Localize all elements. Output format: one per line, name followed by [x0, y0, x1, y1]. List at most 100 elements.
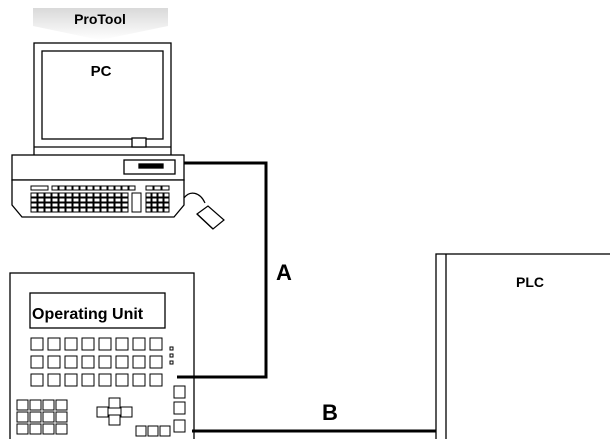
keyboard-key [157, 207, 164, 213]
cursor-key [96, 406, 109, 418]
keyboard-key [37, 192, 45, 198]
keyboard-key [145, 192, 152, 198]
keyboard-key [145, 197, 152, 203]
numeric-key [42, 399, 55, 411]
keyboard-key [100, 192, 108, 198]
function-key [159, 425, 171, 437]
keyboard-key [121, 197, 129, 203]
keyboard-key [37, 202, 45, 208]
operating-unit-key [115, 337, 129, 351]
keyboard-key [100, 207, 108, 213]
connection-a-label: A [276, 260, 292, 285]
operating-unit-key [132, 355, 146, 369]
keyboard-key [79, 192, 87, 198]
keyboard-key [86, 185, 94, 191]
numeric-key [16, 411, 29, 423]
operating-unit-key [132, 373, 146, 387]
operating-unit-key [149, 337, 163, 351]
function-key [135, 425, 147, 437]
numeric-key [55, 411, 68, 423]
keyboard-key [151, 197, 158, 203]
keyboard-key [151, 202, 158, 208]
operating-unit-key [98, 373, 112, 387]
keyboard-key [79, 185, 87, 191]
cursor-key [108, 414, 121, 426]
keyboard-key [65, 207, 73, 213]
operating-unit-key [47, 373, 61, 387]
keyboard [11, 179, 185, 218]
keyboard-key [30, 197, 38, 203]
keyboard-key [163, 202, 170, 208]
numeric-key [29, 423, 42, 435]
keyboard-key [72, 202, 80, 208]
operating-unit-led [169, 353, 174, 358]
keyboard-key [93, 185, 101, 191]
operating-unit-led [169, 346, 174, 351]
keyboard-key [37, 197, 45, 203]
keyboard-key [51, 197, 59, 203]
protool-label: ProTool [74, 11, 126, 27]
keyboard-key [121, 192, 129, 198]
keyboard-key [65, 185, 73, 191]
keyboard-key [145, 202, 152, 208]
keyboard-key [145, 185, 154, 191]
keyboard-key [107, 192, 115, 198]
keyboard-key [157, 192, 164, 198]
keyboard-key [44, 197, 52, 203]
operating-unit [9, 272, 195, 444]
operating-unit-key [81, 337, 95, 351]
protool-banner: ProTool [33, 8, 168, 40]
numeric-key [29, 399, 42, 411]
keyboard-key [114, 202, 122, 208]
keyboard-key [114, 185, 122, 191]
plc [435, 253, 610, 444]
keyboard-key [100, 202, 108, 208]
operating-unit-key [115, 373, 129, 387]
operating-unit-key [98, 355, 112, 369]
pc-monitor [33, 42, 172, 166]
keyboard-key [100, 197, 108, 203]
keyboard-key [44, 192, 52, 198]
keyboard-key [30, 192, 38, 198]
keyboard-key [51, 185, 59, 191]
keyboard-key [72, 192, 80, 198]
side-key [173, 385, 186, 399]
cursor-key [120, 406, 133, 418]
keyboard-key [86, 197, 94, 203]
keyboard-key [65, 202, 73, 208]
numeric-key [16, 399, 29, 411]
keyboard-key [30, 185, 49, 191]
connection-b-label: B [322, 400, 338, 425]
keyboard-key [100, 185, 108, 191]
keyboard-key [72, 185, 80, 191]
cursor-key [108, 397, 121, 409]
keyboard-key [72, 207, 80, 213]
operating-unit-key [64, 355, 78, 369]
numeric-key [29, 411, 42, 423]
keyboard-key [93, 202, 101, 208]
keyboard-key [58, 185, 66, 191]
keyboard-key [107, 202, 115, 208]
operating-unit-key [64, 337, 78, 351]
function-key [147, 425, 159, 437]
keyboard-key [114, 192, 122, 198]
numeric-key [42, 423, 55, 435]
keyboard-key [79, 197, 87, 203]
keyboard-key [93, 197, 101, 203]
keyboard-key [58, 197, 66, 203]
numeric-key [55, 423, 68, 435]
mouse [183, 192, 225, 230]
pc-label: PC [91, 63, 112, 80]
keyboard-key [107, 185, 115, 191]
keyboard-key [157, 202, 164, 208]
operating-unit-led [169, 360, 174, 365]
keyboard-key [44, 207, 52, 213]
keyboard-key [44, 202, 52, 208]
operating-unit-key [132, 337, 146, 351]
keyboard-key [151, 207, 158, 213]
keyboard-key [51, 207, 59, 213]
keyboard-key [30, 202, 38, 208]
keyboard-key [86, 192, 94, 198]
